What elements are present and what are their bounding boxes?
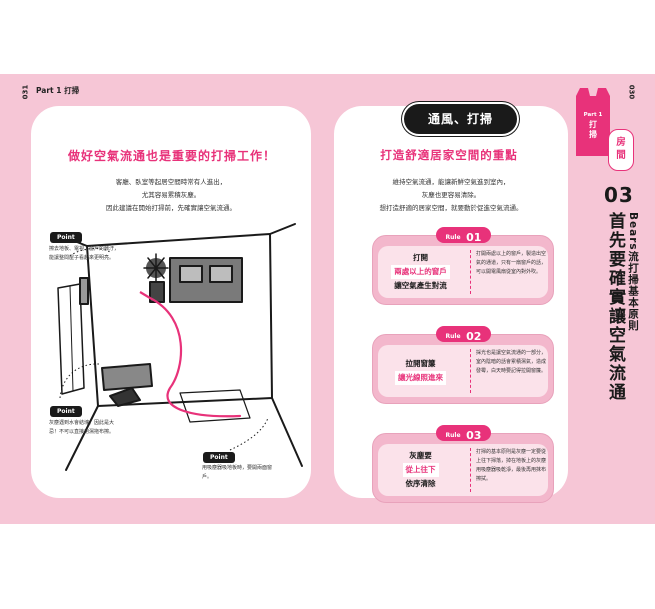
rule-description: 採光也是讓空氣流通的一部分，室內陰暗的話會累積濕氣，造成發霉，白天時要記得拉開窗… [470, 349, 548, 393]
point-badge-1: Point [50, 232, 82, 243]
point-note-1: 擦去地板、電視、窗戶的髒汙， 能讓整間屋子看起來更明亮。 [49, 246, 120, 261]
rule-badge-03: Rule 03 [436, 425, 491, 442]
rule-badge-word: Rule [445, 234, 461, 241]
rule-badge-number: 02 [466, 330, 482, 343]
room-label: 房間 [608, 129, 634, 171]
rule-badge-word: Rule [445, 333, 461, 340]
chapter-tab-name-text: 打掃 [589, 120, 597, 139]
running-head-text: Part 1 打掃 [36, 86, 80, 95]
rule-description: 打掃的基本原則是灰塵一定要從上往下掃落，掉在地板上的灰塵用吸塵器吸乾淨，最後再用… [470, 448, 548, 492]
rule-heading-line: 讓空氣產生對流 [394, 281, 447, 290]
rule-card-inner: 灰塵要 從上往下 依序清除 打掃的基本原則是灰塵一定要從上往下掃落，掉在地板上的… [378, 444, 548, 496]
right-body-line-2: 灰塵也更容易清除。 [421, 191, 481, 199]
rule-card-inner: 拉開窗簾 讓光線照進來 採光也是讓空氣流通的一部分，室內陰暗的話會累積濕氣，造成… [378, 345, 548, 397]
rule-heading: 拉開窗簾 讓光線照進來 [378, 345, 463, 397]
rule-badge-01: Rule 01 [436, 227, 491, 244]
rule-card-02: Rule 02 拉開窗簾 讓光線照進來 採光也是讓空氣流通的一部分，室內陰暗的話… [372, 326, 554, 404]
left-body-line-2: 尤其容易累積灰塵。 [141, 191, 201, 199]
series-title: Bears流打掃基本原則 [627, 212, 639, 332]
tab-hanger-shape [576, 88, 610, 96]
rule-badge-word: Rule [445, 432, 461, 439]
right-page-title: 打造舒適居家空間的重點 [380, 148, 518, 162]
point-note-3: 用吸塵器吸地板時，要開兩面窗 戶。 [202, 465, 273, 480]
page-number-left: 031 [21, 84, 30, 100]
chapter-tab-part: Part 1 [583, 112, 603, 118]
rule-heading-highlight: 讓光線照進來 [395, 371, 446, 385]
rule-heading-line: 灰塵要 [409, 451, 432, 460]
rule-badge-number: 01 [466, 231, 482, 244]
section-number: 03 [604, 183, 634, 207]
rule-card-03: Rule 03 灰塵要 從上往下 依序清除 打掃的基本原則是灰塵一定要從上往下掃… [372, 425, 554, 503]
room-label-text: 房間 [616, 137, 626, 161]
right-body-line-1: 維持空氣流通，能讓新鮮空氣進到室內， [392, 178, 510, 186]
point-badge-3: Point [203, 452, 235, 463]
point-badge-2: Point [50, 406, 82, 417]
rule-heading: 灰塵要 從上往下 依序清除 [378, 444, 463, 496]
rule-heading-highlight: 兩處以上的窗戶 [391, 265, 450, 279]
rule-badge-02: Rule 02 [436, 326, 491, 343]
rule-heading-line: 拉開窗簾 [405, 359, 436, 368]
rule-card-01: Rule 01 打開 兩處以上的窗戶 讓空氣產生對流 打開兩處以上的窗戶，製造出… [372, 227, 554, 305]
rule-card-inner: 打開 兩處以上的窗戶 讓空氣產生對流 打開兩處以上的窗戶，製造出空氣的通道，只有… [378, 246, 548, 298]
page-number-right: 030 [627, 84, 636, 100]
point-note-2: 灰塵遇到水會結塊，因此是大 忌！不可以直接用濕拖布擦。 [49, 420, 115, 435]
room-illustration [57, 223, 303, 471]
rule-heading-line: 打開 [413, 253, 428, 262]
rule-badge-number: 03 [466, 429, 482, 442]
rule-description: 打開兩處以上的窗戶，製造出空氣的通道，只有一扇窗戶的話，可以開電風扇從室內對外吹… [470, 250, 548, 294]
chapter-tab: Part 1 打掃 [576, 96, 610, 156]
right-body-line-3: 想打造舒適的居家空間，就要動於促進空氣流通。 [379, 204, 523, 212]
running-head: Part 1 打掃 [36, 85, 79, 96]
vertical-heading: 首先要確實讓空氣流通 [605, 212, 625, 402]
section-pill: 通風、打掃 [404, 104, 517, 134]
chapter-tab-name: 打掃 [576, 120, 610, 140]
rule-heading-line: 依序清除 [405, 479, 436, 488]
left-page-title: 做好空氣流通也是重要的打掃工作！ [67, 149, 276, 163]
rule-heading-highlight: 從上往下 [402, 463, 439, 477]
left-body-line-1: 客廳、臥室等起居空間時常有人進出， [115, 178, 227, 186]
rule-heading: 打開 兩處以上的窗戶 讓空氣產生對流 [378, 246, 463, 298]
left-body-line-3: 因此建議在開始打掃前，先確實讓空氣流通。 [106, 204, 236, 212]
